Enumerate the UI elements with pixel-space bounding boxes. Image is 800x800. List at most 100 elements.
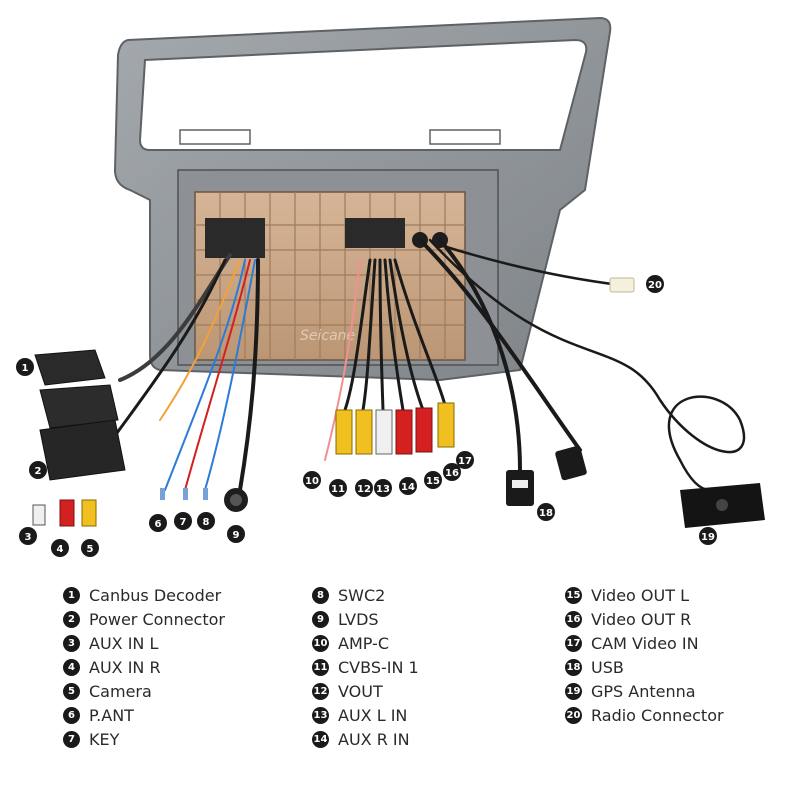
legend-label: CVBS-IN 1: [338, 657, 419, 677]
svg-text:3: 3: [25, 532, 32, 543]
legend-number: 2: [63, 610, 80, 628]
svg-text:14: 14: [401, 482, 415, 493]
power-connector: [39, 419, 126, 481]
callout-4: 4: [51, 539, 69, 557]
legend-label: AUX IN L: [89, 633, 159, 653]
callout-badges: 1 2 3 4 5 6 7 8 9 10 11 12 13 14 15 16 1…: [16, 275, 717, 557]
callout-14: 14: [399, 477, 417, 495]
callout-3: 3: [19, 527, 37, 545]
svg-text:16: 16: [445, 468, 459, 479]
svg-text:19: 19: [701, 532, 715, 543]
legend-item: 19 GPS Antenna: [565, 679, 724, 703]
legend-label: KEY: [89, 729, 120, 749]
callout-6: 6: [149, 514, 167, 532]
legend-item: 14 AUX R IN: [312, 727, 419, 751]
legend-item: 15 Video OUT L: [565, 583, 724, 607]
legend-number: 19: [565, 682, 582, 700]
callout-5: 5: [81, 539, 99, 557]
legend-item: 6 P.ANT: [63, 703, 225, 727]
legend-item: 1 Canbus Decoder: [63, 583, 225, 607]
legend-label: Canbus Decoder: [89, 585, 222, 605]
legend-label: Camera: [89, 681, 152, 701]
legend-item: 8 SWC2: [312, 583, 419, 607]
legend-item: 20 Radio Connector: [565, 703, 724, 727]
callout-16: 16: [443, 463, 461, 481]
usb-connectors: [506, 445, 587, 506]
legend-number: 1: [63, 586, 80, 604]
callout-19: 19: [699, 527, 717, 545]
legend-number: 6: [63, 706, 80, 724]
legend-label: AUX IN R: [89, 657, 161, 677]
legend-number: 3: [63, 634, 80, 652]
legend-number: 18: [565, 658, 582, 676]
legend-label: P.ANT: [89, 705, 134, 725]
legend-item: 5 Camera: [63, 679, 225, 703]
legend-item: 17 CAM Video IN: [565, 631, 724, 655]
callout-18: 18: [537, 503, 555, 521]
pin-connectors: [160, 488, 208, 500]
callout-15: 15: [424, 471, 442, 489]
svg-text:15: 15: [426, 476, 440, 487]
legend-number: 15: [565, 586, 582, 604]
svg-text:13: 13: [376, 484, 390, 495]
legend-number: 10: [312, 634, 329, 652]
svg-text:4: 4: [57, 544, 64, 555]
legend-item: 18 USB: [565, 655, 724, 679]
legend-item: 3 AUX IN L: [63, 631, 225, 655]
legend-number: 5: [63, 682, 80, 700]
legend-label: CAM Video IN: [591, 633, 699, 653]
svg-text:10: 10: [305, 476, 319, 487]
rear-panel-board: Seicane: [194, 191, 466, 361]
callout-8: 8: [197, 512, 215, 530]
svg-text:5: 5: [87, 544, 94, 555]
legend-number: 11: [312, 658, 329, 676]
gps-antenna: [680, 483, 765, 528]
wiring-diagram: Seicane: [16, 16, 765, 557]
legend-label: GPS Antenna: [591, 681, 696, 701]
legend-number: 14: [312, 730, 329, 748]
legend-label: AUX L IN: [338, 705, 408, 725]
svg-text:9: 9: [233, 530, 240, 541]
legend-label: Power Connector: [89, 609, 225, 629]
rca-aux-camera: [32, 499, 97, 527]
svg-text:8: 8: [203, 517, 210, 528]
canbus-decoder: [34, 349, 119, 429]
svg-text:20: 20: [648, 280, 662, 291]
rca-output-row: [335, 402, 455, 455]
legend-label: AUX R IN: [338, 729, 410, 749]
legend-label: SWC2: [338, 585, 386, 605]
legend-label: Radio Connector: [591, 705, 724, 725]
callout-20: 20: [646, 275, 664, 293]
legend-item: 10 AMP-C: [312, 631, 419, 655]
callout-13: 13: [374, 479, 392, 497]
svg-text:1: 1: [22, 363, 29, 374]
legend-label: AMP-C: [338, 633, 389, 653]
radio-connector: [609, 277, 635, 293]
svg-text:11: 11: [331, 484, 345, 495]
legend-number: 20: [565, 706, 582, 724]
legend-item: 2 Power Connector: [63, 607, 225, 631]
legend-item: 4 AUX IN R: [63, 655, 225, 679]
callout-17: 17: [456, 451, 474, 469]
legend-label: Video OUT L: [591, 585, 689, 605]
legend-number: 4: [63, 658, 80, 676]
legend-number: 8: [312, 586, 329, 604]
legend-number: 12: [312, 682, 329, 700]
legend-item: 11 CVBS-IN 1: [312, 655, 419, 679]
callout-11: 11: [329, 479, 347, 497]
callout-9: 9: [227, 525, 245, 543]
callout-2: 2: [29, 461, 47, 479]
legend-number: 17: [565, 634, 582, 652]
svg-text:2: 2: [35, 466, 42, 477]
legend-label: USB: [591, 657, 624, 677]
lvds-connector: [224, 488, 248, 512]
svg-text:17: 17: [458, 456, 472, 467]
legend-label: Video OUT R: [591, 609, 692, 629]
